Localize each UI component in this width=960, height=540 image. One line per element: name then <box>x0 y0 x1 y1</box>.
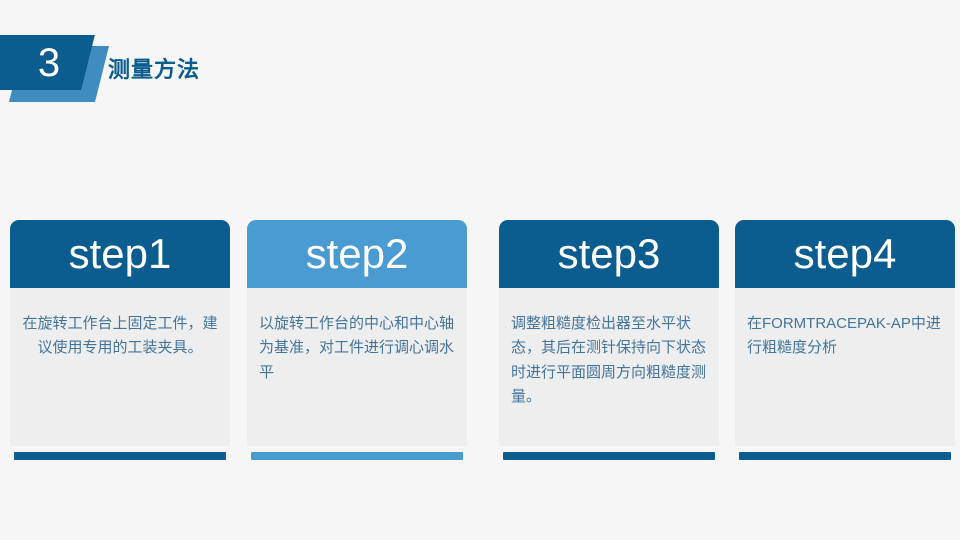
badge-number-text: 3 <box>37 40 61 85</box>
step-card-label: step1 <box>68 230 172 277</box>
step-card-description: 在FORMTRACEPAK-AP中进行粗糙度分析 <box>747 315 941 357</box>
step-card-header: step4 <box>735 220 955 288</box>
step-card-description: 以旋转工作台的中心和中心轴为基准，对工件进行调心调水平 <box>259 315 455 381</box>
step-card-body: 在FORMTRACEPAK-AP中进行粗糙度分析 <box>735 288 955 446</box>
step-card-footer-bar <box>251 452 463 460</box>
slide-header: 3 测量方法 <box>0 30 960 110</box>
step-card-description: 在旋转工作台上固定工件，建议使用专用的工装夹具。 <box>22 315 218 357</box>
step-card-label: step3 <box>557 230 661 277</box>
section-number-badge: 3 <box>0 30 115 110</box>
step-card-footer-bar <box>14 452 226 460</box>
step-card-header: step3 <box>499 220 719 288</box>
step-card-header: step2 <box>247 220 467 288</box>
step-card-header: step1 <box>10 220 230 288</box>
step-card[interactable]: step4 在FORMTRACEPAK-AP中进行粗糙度分析 <box>735 220 955 460</box>
step-card-body: 调整粗糙度检出器至水平状态，其后在测针保持向下状态时进行平面圆周方向粗糙度测量。 <box>499 288 719 446</box>
step-card-footer-bar <box>503 452 715 460</box>
step-card-body: 以旋转工作台的中心和中心轴为基准，对工件进行调心调水平 <box>247 288 467 446</box>
step-card-description: 调整粗糙度检出器至水平状态，其后在测针保持向下状态时进行平面圆周方向粗糙度测量。 <box>511 315 707 405</box>
step-card-label: step2 <box>305 230 409 277</box>
step-card-footer-bar <box>739 452 951 460</box>
step-card[interactable]: step1 在旋转工作台上固定工件，建议使用专用的工装夹具。 <box>10 220 230 460</box>
step-card[interactable]: step2 以旋转工作台的中心和中心轴为基准，对工件进行调心调水平 <box>247 220 467 460</box>
step-card-list: step1 在旋转工作台上固定工件，建议使用专用的工装夹具。 step2 以旋转… <box>0 220 960 460</box>
step-card-body: 在旋转工作台上固定工件，建议使用专用的工装夹具。 <box>10 288 230 446</box>
page-title: 测量方法 <box>108 57 201 82</box>
step-card[interactable]: step3 调整粗糙度检出器至水平状态，其后在测针保持向下状态时进行平面圆周方向… <box>499 220 719 460</box>
step-card-label: step4 <box>793 230 897 277</box>
